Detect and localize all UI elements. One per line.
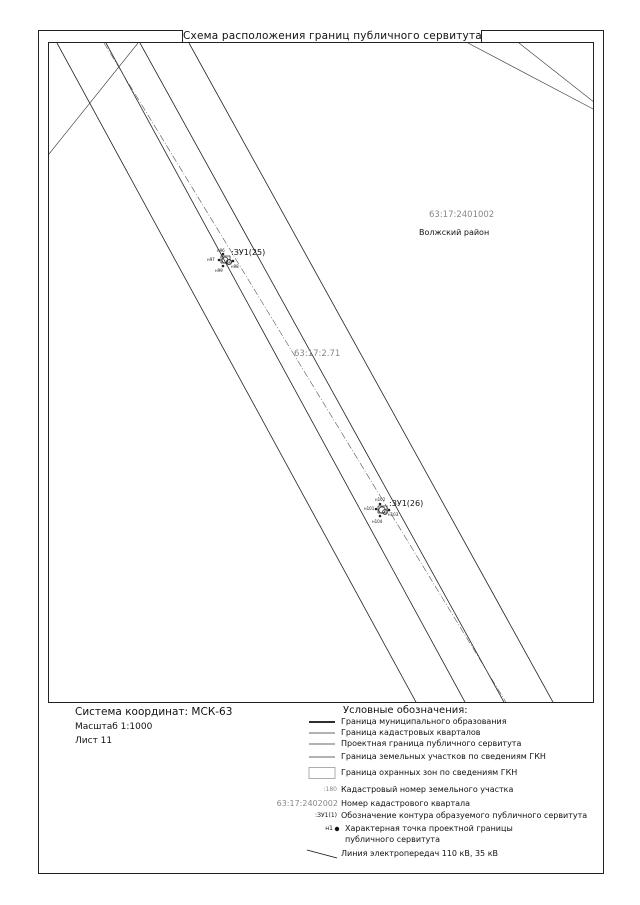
thin-line-symbol xyxy=(309,743,335,745)
legend-text: Номер кадастрового квартала xyxy=(341,799,471,808)
point-label: н104 xyxy=(372,519,383,524)
thin-line-symbol xyxy=(309,756,335,758)
legend-sample: :180 xyxy=(323,786,337,793)
characteristic-point xyxy=(221,252,225,256)
servitude-contour-lower[interactable] xyxy=(374,502,391,518)
thick-line-symbol xyxy=(309,721,335,723)
legend-text: Проектная граница публичного сервитута xyxy=(341,739,522,748)
thin-line-symbol xyxy=(309,732,335,734)
district-label: Волжский район xyxy=(419,228,489,237)
characteristic-point xyxy=(221,264,225,268)
sheet-number: Лист 11 xyxy=(75,736,113,746)
point-label: н103 xyxy=(388,512,399,517)
legend-text: Граница охранных зон по сведениям ГКН xyxy=(341,768,518,777)
legend-sample: н1 xyxy=(325,825,333,832)
contour-upper-label: :ЗУ1(25) xyxy=(231,248,265,257)
characteristic-point xyxy=(231,259,235,263)
strip-cadastral-label: 63:17:2.71 xyxy=(294,349,340,359)
contour-shape xyxy=(220,255,231,264)
legend-text: публичного сервитута xyxy=(345,835,440,844)
box-symbol xyxy=(308,767,336,779)
power-line-axis xyxy=(103,43,507,702)
strip-boundary-left xyxy=(56,43,417,702)
characteristic-point xyxy=(374,507,378,511)
characteristic-point xyxy=(378,502,382,506)
point-label: н101 xyxy=(364,506,375,511)
cadastral-quarter-label: 63:17:2401002 xyxy=(429,210,494,220)
legend-title: Условные обозначения: xyxy=(343,705,468,716)
point-label: н102 xyxy=(375,497,386,502)
legend-text: Граница земельных участков по сведениям … xyxy=(341,752,546,761)
power-line-symbol xyxy=(306,849,338,859)
legend-sample: :ЗУ1(1) xyxy=(315,812,337,819)
contour-lower-label: :ЗУ1(26) xyxy=(389,499,423,508)
strip-boundary-right-inner xyxy=(139,43,505,702)
parcel-boundary-top-left xyxy=(49,43,139,155)
contour-shape xyxy=(382,509,388,515)
scale-label: Масштаб 1:1000 xyxy=(75,722,153,732)
contour-shape xyxy=(225,258,232,265)
point-label: н98 xyxy=(231,264,239,269)
drawing-title: Схема расположения границ публичного сер… xyxy=(182,30,482,43)
characteristic-point xyxy=(387,508,391,512)
legend-text: Граница кадастровых кварталов xyxy=(341,728,481,737)
characteristic-point xyxy=(217,258,221,262)
coordinate-system: Система координат: МСК-63 xyxy=(75,706,233,718)
point-label: н99 xyxy=(215,268,223,273)
legend-text: Обозначение контура образуемого публично… xyxy=(341,811,588,820)
legend-text: Кадастровый номер земельного участка xyxy=(341,785,514,794)
point-label: н97 xyxy=(207,257,215,262)
map-frame: 63:17:2401002 Волжский район 63:17:2.71 … xyxy=(48,42,594,703)
dot-symbol xyxy=(334,826,340,832)
point-label: н96 xyxy=(217,248,225,253)
strip-boundary-left-inner xyxy=(105,43,466,702)
legend-text: Характерная точка проектной границы xyxy=(345,824,513,833)
parcel-boundary-top-right xyxy=(467,43,593,110)
map-canvas: 63:17:2401002 Волжский район 63:17:2.71 … xyxy=(49,43,593,702)
legend-text: Линия электропередач 110 кВ, 35 кВ xyxy=(341,849,499,858)
strip-boundary-right xyxy=(188,43,554,702)
characteristic-point xyxy=(378,514,382,518)
legend-sample: 63:17:2402002 xyxy=(276,799,338,808)
servitude-contour-upper[interactable] xyxy=(217,252,235,268)
legend-text: Граница муниципального образования xyxy=(341,717,507,726)
parcel-boundary-top-right-2 xyxy=(518,43,593,102)
contour-shape xyxy=(377,505,388,514)
